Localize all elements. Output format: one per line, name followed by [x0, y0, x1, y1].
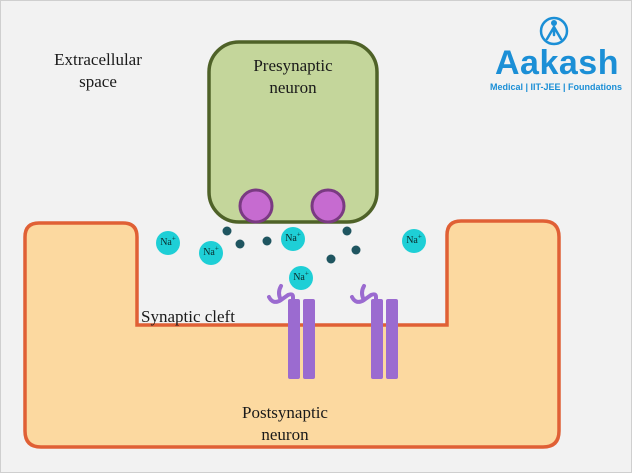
sodium-ion: Na+ [281, 227, 305, 251]
postsynaptic-neuron-label: Postsynaptic neuron [242, 403, 328, 444]
neurotransmitter-molecule [351, 245, 361, 255]
presynaptic-terminal [207, 40, 379, 224]
receptor-channel [350, 284, 398, 379]
neurotransmitter-molecule [262, 236, 272, 246]
aakash-logo-wordmark: Aakash [495, 44, 619, 82]
extracellular-space-label: Extracellular space [54, 50, 142, 91]
sodium-ion: Na+ [199, 241, 223, 265]
sodium-ion: Na+ [289, 266, 313, 290]
presynaptic-neuron-label: Presynaptic neuron [253, 56, 333, 97]
neurotransmitter-molecule [342, 226, 352, 236]
receptor-channel [267, 284, 315, 379]
neurotransmitter-molecule [326, 254, 336, 264]
sodium-ion: Na+ [402, 229, 426, 253]
neurotransmitter-molecule [235, 239, 245, 249]
synaptic-vesicle [310, 188, 346, 224]
sodium-ion: Na+ [156, 231, 180, 255]
synaptic-vesicle [238, 188, 274, 224]
synaptic-cleft-label: Synaptic cleft [141, 307, 235, 326]
neurotransmitter-molecule [222, 226, 232, 236]
aakash-logo-icon [539, 16, 569, 46]
aakash-logo-tagline: Medical | IIT-JEE | Foundations [489, 82, 623, 92]
